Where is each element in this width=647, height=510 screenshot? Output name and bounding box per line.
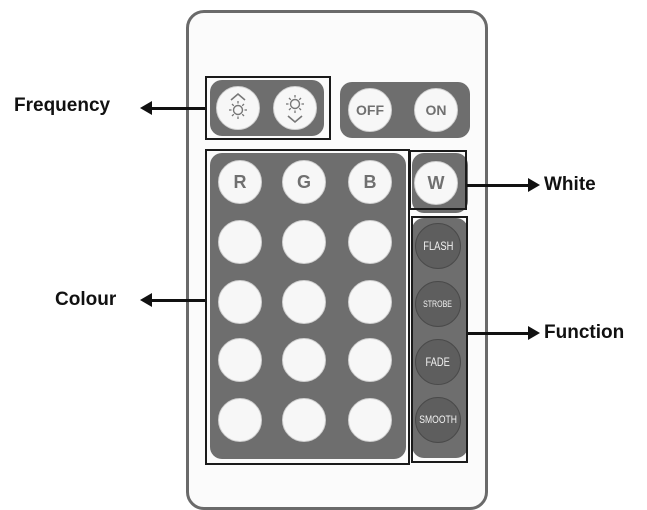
colour-outline [205, 149, 410, 465]
flash-label: FLASH [422, 239, 454, 253]
blue-button[interactable]: B [348, 160, 392, 204]
colour-label: Colour [55, 289, 117, 310]
frequency-down-button[interactable] [273, 86, 317, 130]
sun-up-icon [229, 92, 247, 119]
sun-down-icon [286, 95, 304, 124]
green-button[interactable]: G [282, 160, 326, 204]
white-outline [409, 150, 467, 210]
colour-button[interactable] [348, 398, 392, 442]
red-button[interactable]: R [218, 160, 262, 204]
strobe-label: STROBE [423, 299, 453, 309]
smooth-button[interactable]: SMOOTH [415, 397, 461, 443]
colour-button[interactable] [282, 338, 326, 382]
colour-button[interactable] [218, 280, 262, 324]
function-outline [411, 216, 468, 463]
function-arrow [468, 326, 540, 340]
function-label: Function [544, 322, 625, 343]
colour-arrow [140, 293, 205, 307]
colour-button[interactable] [282, 280, 326, 324]
strobe-button[interactable]: STROBE [415, 281, 461, 327]
white-label: White [544, 174, 596, 195]
colour-button[interactable] [348, 280, 392, 324]
white-arrow [467, 178, 540, 192]
frequency-label: Frequency [14, 95, 111, 116]
flash-button[interactable]: FLASH [415, 223, 461, 269]
frequency-outline [205, 76, 331, 140]
fade-label: FADE [425, 355, 451, 369]
frequency-up-button[interactable] [216, 86, 260, 130]
colour-button[interactable] [282, 220, 326, 264]
colour-button[interactable] [348, 338, 392, 382]
on-button[interactable]: ON [414, 88, 458, 132]
fade-button[interactable]: FADE [415, 339, 461, 385]
off-button[interactable]: OFF [348, 88, 392, 132]
frequency-arrow [140, 101, 205, 115]
colour-button[interactable] [282, 398, 326, 442]
colour-button[interactable] [218, 338, 262, 382]
colour-button[interactable] [218, 220, 262, 264]
colour-button[interactable] [348, 220, 392, 264]
white-button[interactable]: W [414, 161, 458, 205]
colour-button[interactable] [218, 398, 262, 442]
smooth-label: SMOOTH [419, 414, 457, 426]
